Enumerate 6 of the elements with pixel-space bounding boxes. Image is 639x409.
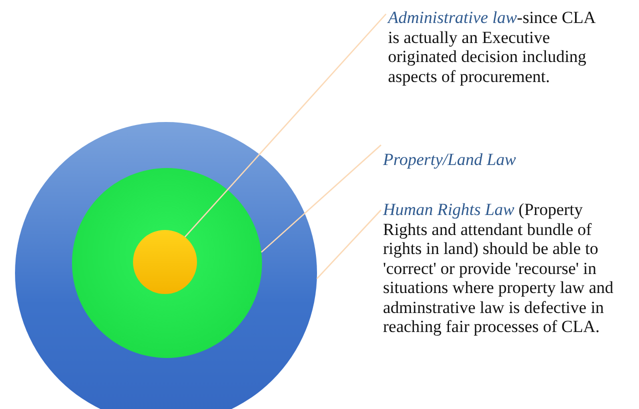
heading-text: Property/Land Law [383, 150, 583, 170]
description-text: Human Rights Law (Property Rights and attendant bundle of rights in land) should be able to 'correct' or provide 'recourse' in situations where property law and adminstrative law is defective in reaching fair processes of CLA. [383, 200, 623, 336]
leader-line [260, 144, 382, 253]
description-text: Administrative law-since CLA is actually an Executive originated decision including aspects of procurement. [388, 8, 606, 86]
leader-line [316, 210, 382, 280]
leader-line [184, 14, 386, 238]
